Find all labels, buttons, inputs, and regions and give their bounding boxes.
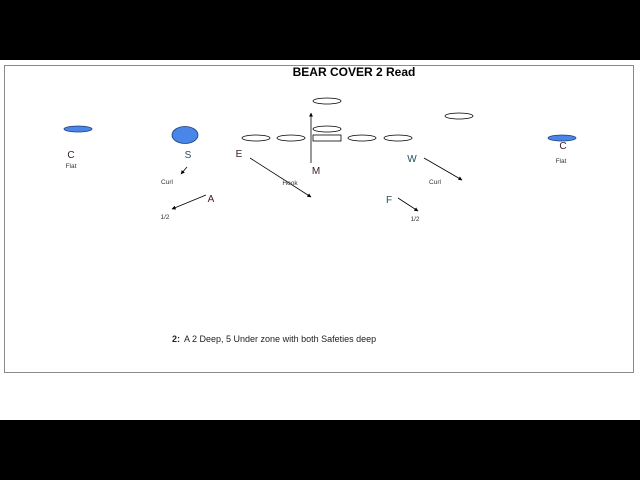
safety-s-zone: Curl	[161, 179, 173, 186]
safety-a-label: A	[208, 194, 215, 205]
safety-s-label: S	[185, 150, 192, 161]
corner-left-marker	[63, 125, 93, 133]
diagram-title: BEAR COVER 2 Read	[293, 65, 416, 79]
f-half-arrow	[397, 197, 419, 212]
e-hook-arrow	[249, 157, 312, 198]
a-half-arrow	[171, 194, 207, 210]
w-curl-arrow	[423, 157, 463, 181]
will-zone: Curl	[429, 179, 441, 186]
note-number: 2:	[172, 334, 180, 344]
corner-left-zone: Flat	[66, 163, 77, 170]
safety-s-marker	[171, 126, 199, 144]
offense-formation	[241, 97, 474, 142]
mike-label: M	[312, 166, 320, 177]
corner-right-zone: Flat	[556, 158, 567, 165]
offense-lineman-1	[241, 134, 271, 142]
will-label: W	[407, 154, 417, 165]
offense-lineman-4	[383, 134, 413, 142]
offense-back	[312, 125, 342, 133]
offense-center	[312, 134, 342, 142]
corner-right-label: C	[559, 141, 566, 152]
offense-wing-right	[444, 112, 474, 120]
safety-f-label: F	[386, 195, 392, 206]
offense-lineman-3	[347, 134, 377, 142]
coverage-routes	[171, 112, 463, 212]
end-e-zone: Hook	[282, 180, 298, 187]
corner-left-label: C	[67, 150, 74, 161]
corner-right-marker	[547, 134, 577, 142]
s-curl-arrow	[180, 166, 188, 175]
safety-a-zone: 1/2	[160, 214, 169, 221]
offense-lineman-2	[276, 134, 306, 142]
note-text: A 2 Deep, 5 Under zone with both Safetie…	[184, 334, 376, 344]
safety-f-zone: 1/2	[410, 216, 419, 223]
end-e-label: E	[236, 149, 243, 160]
slide-frame	[4, 65, 634, 373]
offense-deep-back	[312, 97, 342, 105]
